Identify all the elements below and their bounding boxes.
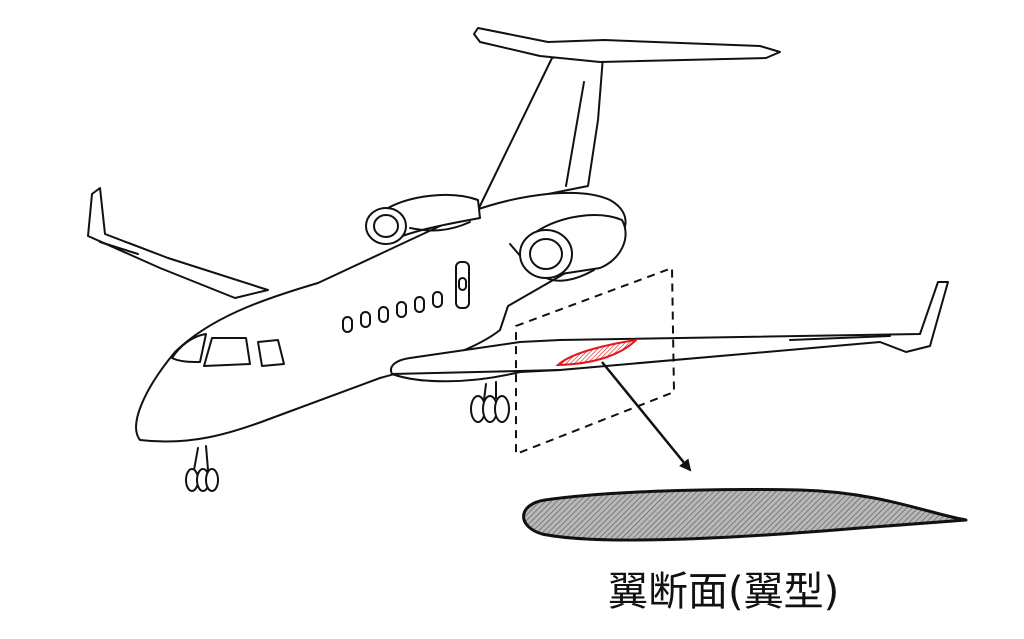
cabin-window (378, 306, 389, 323)
left-winglet-line (99, 241, 139, 255)
cockpit-window-right (257, 339, 285, 367)
cabin-window (360, 311, 371, 328)
cabin-window (414, 296, 425, 313)
cockpit-window-center (203, 337, 251, 367)
left-wing (87, 187, 269, 299)
door-window (458, 277, 467, 291)
horizontal-stabilizer (473, 27, 781, 63)
pointer-arrow (601, 361, 692, 472)
right-wing (390, 281, 949, 375)
business-jet (87, 27, 949, 492)
vertical-tail (477, 43, 605, 211)
right-wing-root-fairing (391, 369, 561, 383)
near-engine (509, 214, 627, 282)
cabin-window (396, 301, 407, 318)
cabin-window (342, 316, 353, 333)
main-landing-gear (470, 381, 510, 423)
cabin-window (432, 291, 443, 308)
airfoil-section (522, 487, 968, 542)
nose-landing-gear (185, 445, 219, 492)
right-wing-flap-line (789, 335, 891, 341)
wing-section-highlight (555, 338, 639, 367)
airfoil-caption: 翼断面(翼型) (608, 569, 840, 615)
tail-fin-edge (565, 81, 585, 187)
far-engine (365, 194, 481, 245)
cockpit-window-left (171, 333, 207, 363)
